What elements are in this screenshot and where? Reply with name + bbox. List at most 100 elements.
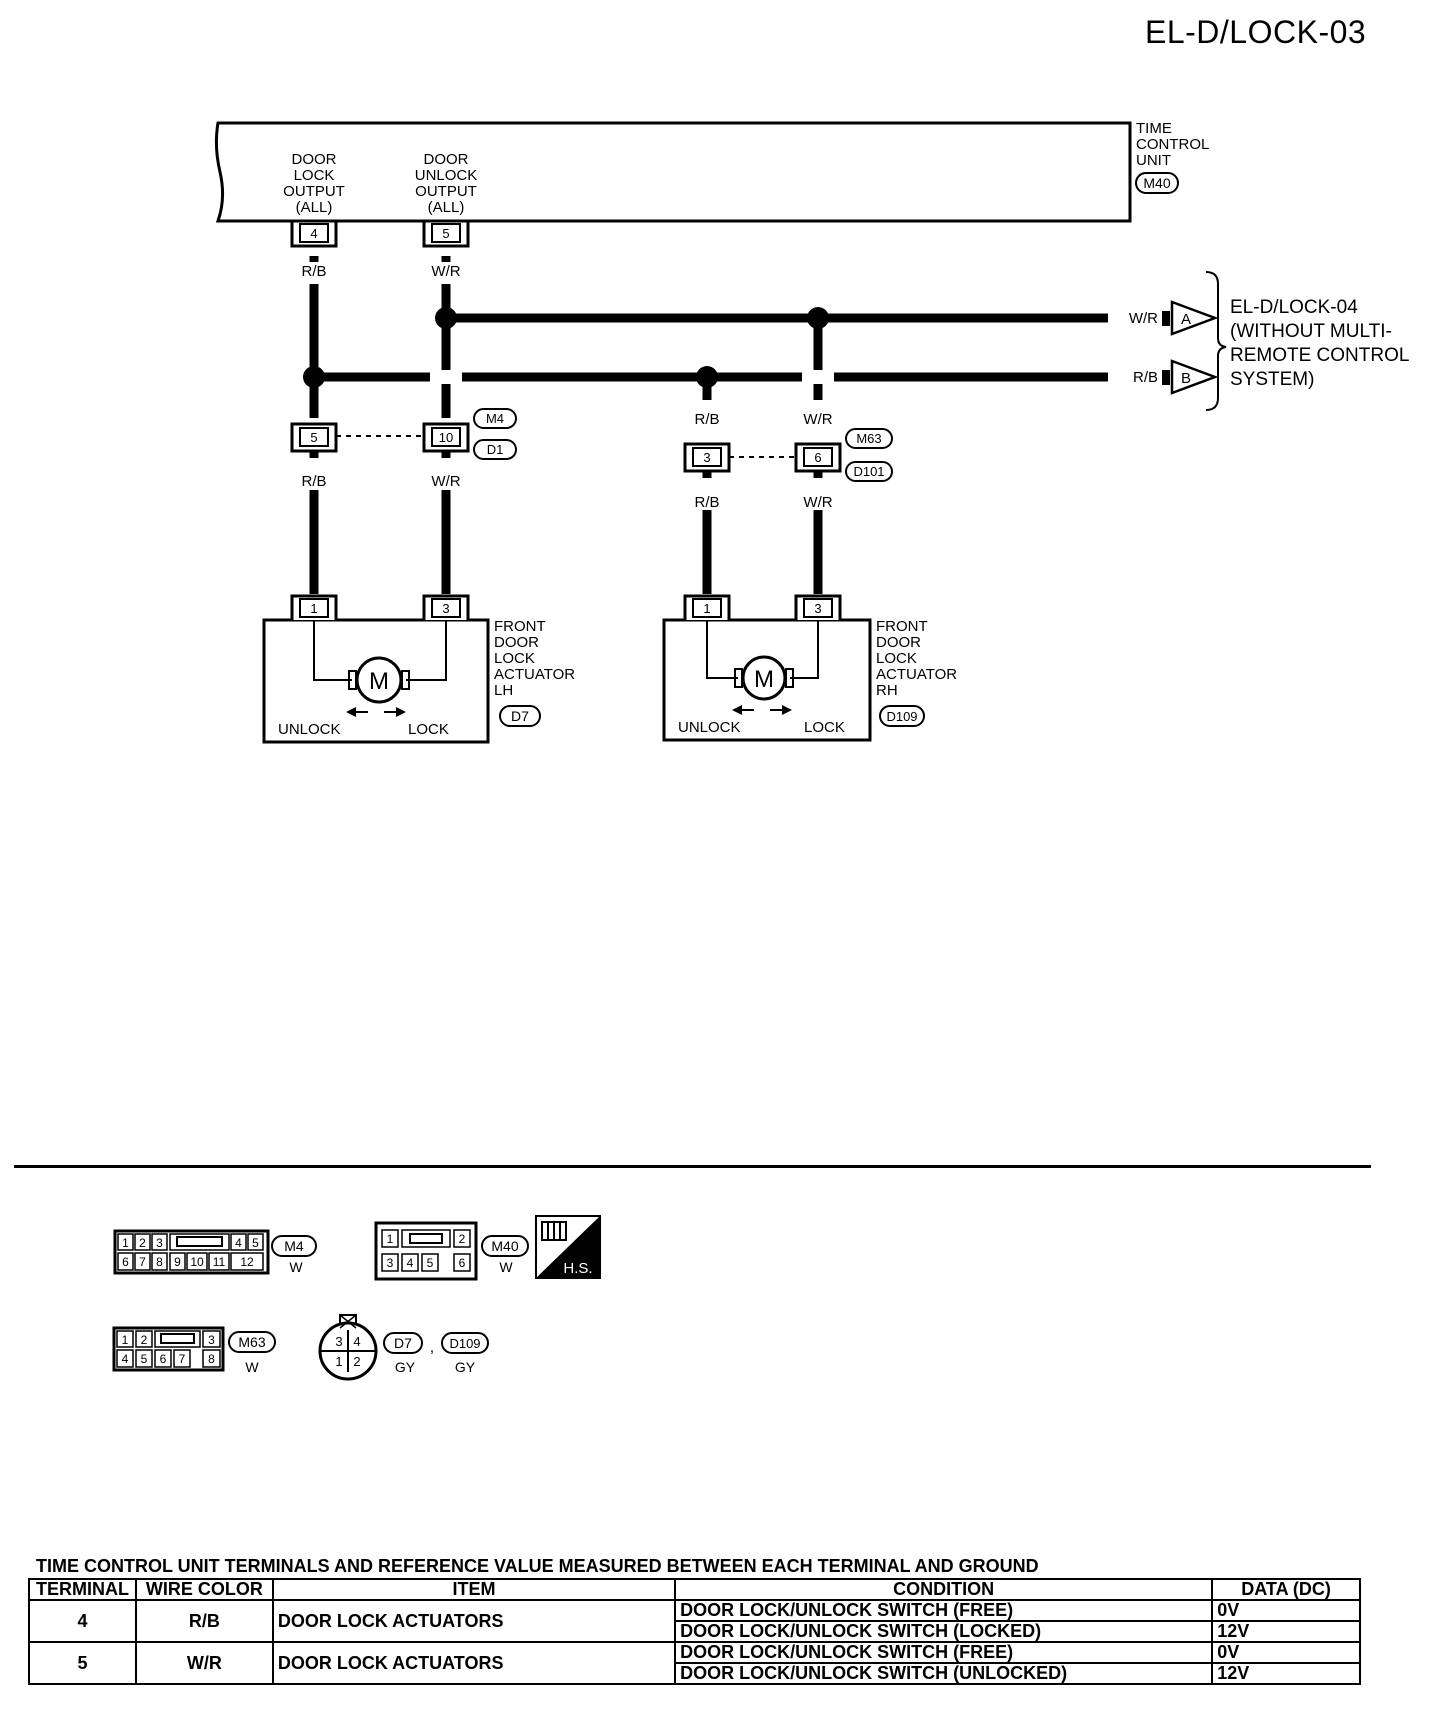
- unlock-output-label-2: UNLOCK: [415, 167, 478, 184]
- actuator-lh-label-5: LH: [494, 682, 513, 699]
- row1-data-2: 12V: [1211, 1620, 1361, 1643]
- m40-pin-6: 6: [459, 1256, 466, 1270]
- header-terminal: TERMINAL: [28, 1578, 137, 1601]
- row2-wire: W/R: [134, 1641, 274, 1685]
- wire-label-wr-3: W/R: [803, 411, 832, 428]
- row1-item: DOOR LOCK ACTUATORS: [271, 1599, 677, 1643]
- m40-pin-2: 2: [459, 1232, 466, 1246]
- m4-pin-9: 9: [174, 1255, 181, 1269]
- hs-label: H.S.: [563, 1260, 592, 1277]
- actuator-rh-motor: M: [754, 666, 774, 693]
- unlock-output-label-1: DOOR: [424, 151, 469, 168]
- m63-pin-1: 1: [122, 1333, 129, 1347]
- wires: [309, 256, 1110, 594]
- connector-view-m40: 1 2 3 4 5 6 M40 W: [374, 1221, 529, 1281]
- row2-item: DOOR LOCK ACTUATORS: [271, 1641, 677, 1685]
- m4-pin-5: 5: [252, 1236, 259, 1250]
- row2-condition-1: DOOR LOCK/UNLOCK SWITCH (FREE): [674, 1641, 1214, 1664]
- tcu-label-1: TIME: [1136, 120, 1172, 137]
- m4-pin-1: 1: [122, 1236, 129, 1250]
- lock-output-label-2: LOCK: [294, 167, 335, 184]
- m63-pin-8: 8: [208, 1352, 215, 1366]
- row2-data-2: 12V: [1211, 1662, 1361, 1685]
- actuator-rh-label-4: ACTUATOR: [876, 666, 957, 683]
- m40-pin-4: 4: [407, 1256, 414, 1270]
- header-data: DATA (DC): [1211, 1578, 1361, 1601]
- m63-view-name: M63: [238, 1334, 265, 1350]
- wire-label-rb-4: R/B: [694, 494, 719, 511]
- connector-view-d7-d109: 3 4 1 2 D7 , D109 GY GY: [318, 1314, 489, 1381]
- splice-rb-rh: [696, 366, 718, 388]
- m40-pin-1: 1: [387, 1232, 394, 1246]
- actuator-lh-unlock: UNLOCK: [278, 721, 341, 738]
- m40-view-color: W: [499, 1259, 513, 1275]
- m4-pin-6: 6: [122, 1255, 129, 1269]
- actuator-rh-terminal-1: 1: [703, 601, 710, 616]
- time-control-unit: TIME CONTROL UNIT M40 DOOR LOCK OUTPUT (…: [214, 120, 1209, 248]
- wire-label-rb-bus: R/B: [1133, 369, 1158, 386]
- crossref-a: A: [1181, 311, 1191, 328]
- terminal-reference-table: TERMINAL WIRE COLOR ITEM CONDITION DATA …: [28, 1578, 1361, 1685]
- front-door-lock-actuator-rh: 1 3 M UNLOCK LOCK FRONT DOOR LOCK ACTUAT…: [662, 594, 957, 742]
- actuator-rh-connector: D109: [886, 709, 917, 724]
- row1-condition-1: DOOR LOCK/UNLOCK SWITCH (FREE): [674, 1599, 1214, 1622]
- m63-pin-6: 6: [160, 1352, 167, 1366]
- lock-output-label-1: DOOR: [292, 151, 337, 168]
- actuator-rh-label-2: DOOR: [876, 634, 921, 651]
- actuator-lh-terminal-3: 3: [442, 601, 449, 616]
- wire-label-wr-bus: W/R: [1129, 310, 1158, 327]
- wire-label-rb-2: R/B: [301, 473, 326, 490]
- crossref-b: B: [1181, 370, 1191, 387]
- joint-lh-conn1: M4: [486, 411, 504, 426]
- lock-output-label-4: (ALL): [296, 199, 333, 216]
- d109-view-name: D109: [449, 1336, 480, 1351]
- joint-rh-terminal-left: 3: [703, 450, 710, 465]
- motor-rh-icon: [741, 655, 787, 701]
- joint-rh-terminal-right: 6: [814, 450, 821, 465]
- m40-view-name: M40: [491, 1238, 518, 1254]
- actuator-lh-terminal-1: 1: [310, 601, 317, 616]
- table-row: DOOR LOCK/UNLOCK SWITCH (LOCKED) 12V: [29, 1620, 1361, 1643]
- table-header-row: TERMINAL WIRE COLOR ITEM CONDITION DATA …: [28, 1578, 1361, 1601]
- m4-pin-3: 3: [156, 1236, 163, 1250]
- header-item: ITEM: [271, 1578, 677, 1601]
- tcu-terminal-5: 5: [442, 226, 449, 241]
- hs-symbol: H.S.: [535, 1215, 601, 1279]
- d7-view-name: D7: [394, 1335, 412, 1351]
- row2-condition-2: DOOR LOCK/UNLOCK SWITCH (UNLOCKED): [674, 1662, 1214, 1685]
- actuator-lh-label-2: DOOR: [494, 634, 539, 651]
- joint-lh-conn2: D1: [487, 442, 504, 457]
- m63-view-color: W: [245, 1359, 259, 1375]
- wire-label-wr-4: W/R: [803, 494, 832, 511]
- actuator-lh-connector: D7: [511, 708, 529, 724]
- d109-view-color: GY: [455, 1359, 476, 1375]
- m40-pin-5: 5: [427, 1256, 434, 1270]
- row1-condition-2: DOOR LOCK/UNLOCK SWITCH (LOCKED): [674, 1620, 1214, 1643]
- actuator-rh-terminal-3: 3: [814, 601, 821, 616]
- connector-view-m4: 1 2 3 4 5 6 7 8 9 10 11 12 M4 W: [113, 1229, 317, 1275]
- m63-pin-4: 4: [122, 1352, 129, 1366]
- crossref-note-4: SYSTEM): [1230, 369, 1314, 390]
- actuator-lh-lock: LOCK: [408, 721, 449, 738]
- wire-label-wr-2: W/R: [431, 473, 460, 490]
- section-divider: [14, 1165, 1371, 1168]
- m63-pin-3: 3: [208, 1333, 215, 1347]
- d7-pin-2: 2: [353, 1354, 360, 1369]
- crossref-note-3: REMOTE CONTROL: [1230, 345, 1409, 366]
- unlock-output-label-4: (ALL): [428, 199, 465, 216]
- front-door-lock-actuator-lh: 1 3 M UNLOCK LOCK FRONT DOOR LOCK ACTUAT…: [262, 594, 575, 744]
- wire-label-rb-1: R/B: [301, 263, 326, 280]
- joint-connector-rh: 3 6 M63 D101: [683, 428, 893, 482]
- table-row: 4 R/B DOOR LOCK ACTUATORS DOOR LOCK/UNLO…: [28, 1599, 1361, 1643]
- d7-pin-3: 3: [335, 1334, 342, 1349]
- connector-hs-icon: [541, 1221, 567, 1241]
- actuator-rh-label-5: RH: [876, 682, 898, 699]
- connector-view-m63: 1 2 3 4 5 6 7 8 M63 W: [112, 1326, 276, 1375]
- splice-rb-lh: [303, 366, 325, 388]
- crossref-note-1: EL-D/LOCK-04: [1230, 297, 1358, 318]
- m63-pin-7: 7: [179, 1352, 186, 1366]
- unlock-output-label-3: OUTPUT: [415, 183, 477, 200]
- row1-data-1: 0V: [1211, 1599, 1361, 1622]
- wire-label-rb-3: R/B: [694, 411, 719, 428]
- lock-output-label-3: OUTPUT: [283, 183, 345, 200]
